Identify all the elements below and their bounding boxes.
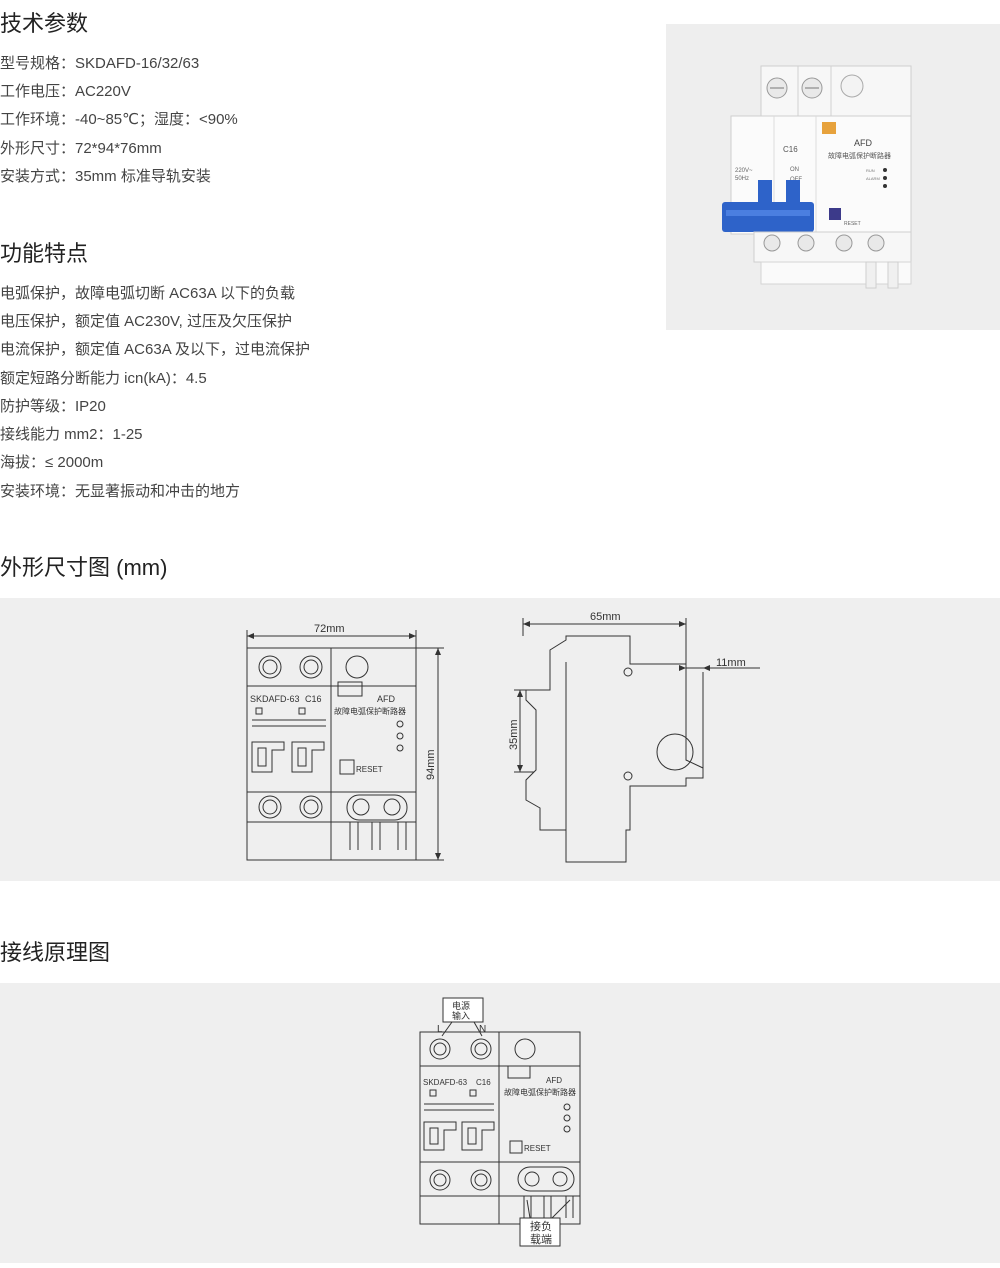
front-brand: AFD [377, 694, 396, 704]
dimensions-title: 外形尺寸图 (mm) [0, 555, 168, 580]
load-label-2: 载端 [530, 1233, 552, 1246]
wiring-rating: C16 [476, 1078, 491, 1087]
photo-brand: AFD [854, 138, 873, 148]
load-label-1: 接负 [530, 1219, 552, 1233]
feature-row: 海拔：≤ 2000m [0, 454, 104, 471]
dimension-drawing: 72mm SKDAFD-63 C16 AFD 故障电弧保护断路器 RESET 9… [246, 611, 760, 863]
feature-row: 防护等级：IP20 [0, 398, 106, 415]
photo-on: ON [790, 167, 799, 173]
features-title: 功能特点 [0, 241, 89, 266]
spec-row: 外形尺寸：72*94*76mm [0, 140, 162, 157]
photo-alarm: ALARM [866, 176, 880, 181]
spec-row: 工作环境：-40~85℃；湿度：<90% [0, 111, 238, 128]
wiring-brand: AFD [546, 1076, 562, 1085]
front-rating: C16 [305, 694, 322, 704]
front-model: SKDAFD-63 [250, 694, 300, 704]
photo-freq: 50Hz [735, 176, 749, 182]
photo-run: RUN [866, 168, 875, 173]
feature-row: 电压保护，额定值 AC230V, 过压及欠压保护 [0, 313, 292, 330]
input-label-2: 输入 [452, 1010, 470, 1021]
feature-row: 接线能力 mm2：1-25 [0, 426, 143, 443]
height-label: 94mm [425, 749, 437, 780]
front-reset: RESET [356, 765, 383, 774]
feature-row: 安装环境：无显著振动和冲击的地方 [0, 483, 241, 500]
spec-row: 工作电压：AC220V [0, 83, 131, 100]
line-label: L [437, 1024, 443, 1035]
offset-label: 11mm [716, 657, 746, 669]
spec-row: 安装方式：35mm 标准导轨安装 [0, 168, 211, 185]
rail-label: 35mm [508, 719, 520, 750]
specs-title: 技术参数 [0, 11, 89, 36]
wiring-model: SKDAFD-63 [423, 1078, 468, 1087]
wiring-panel: 电源 输入 L N SKDAFD-63 C16 AFD 故障电弧保护断路器 RE… [0, 983, 1000, 1263]
photo-reset: RESET [844, 221, 861, 227]
wiring-title: 接线原理图 [0, 940, 111, 965]
feature-row: 电弧保护，故障电弧切断 AC63A 以下的负载 [0, 285, 296, 302]
wiring-name: 故障电弧保护断路器 [504, 1087, 576, 1097]
wiring-drawing: 电源 输入 L N SKDAFD-63 C16 AFD 故障电弧保护断路器 RE… [419, 997, 581, 1247]
front-name: 故障电弧保护断路器 [334, 706, 406, 716]
breaker-illustration: AFD 故障电弧保护断路器 C16 ON OFF 220V~ 50Hz RUN … [722, 65, 912, 289]
feature-row: 电流保护，额定值 AC63A 及以下，过电流保护 [0, 341, 311, 358]
wiring-reset: RESET [524, 1144, 551, 1153]
depth-label: 65mm [590, 611, 621, 623]
dimensions-panel: 72mm SKDAFD-63 C16 AFD 故障电弧保护断路器 RESET 9… [0, 598, 1000, 881]
width-label: 72mm [314, 623, 345, 635]
photo-rating: C16 [783, 145, 798, 154]
spec-row: 型号规格：SKDAFD-16/32/63 [0, 55, 200, 72]
input-label-1: 电源 [452, 1000, 470, 1011]
feature-row: 额定短路分断能力 icn(kA)：4.5 [0, 370, 207, 387]
neutral-label: N [479, 1024, 486, 1035]
photo-voltage: 220V~ [735, 168, 753, 174]
product-photo: AFD 故障电弧保护断路器 C16 ON OFF 220V~ 50Hz RUN … [666, 24, 1000, 330]
photo-name: 故障电弧保护断路器 [828, 151, 891, 160]
